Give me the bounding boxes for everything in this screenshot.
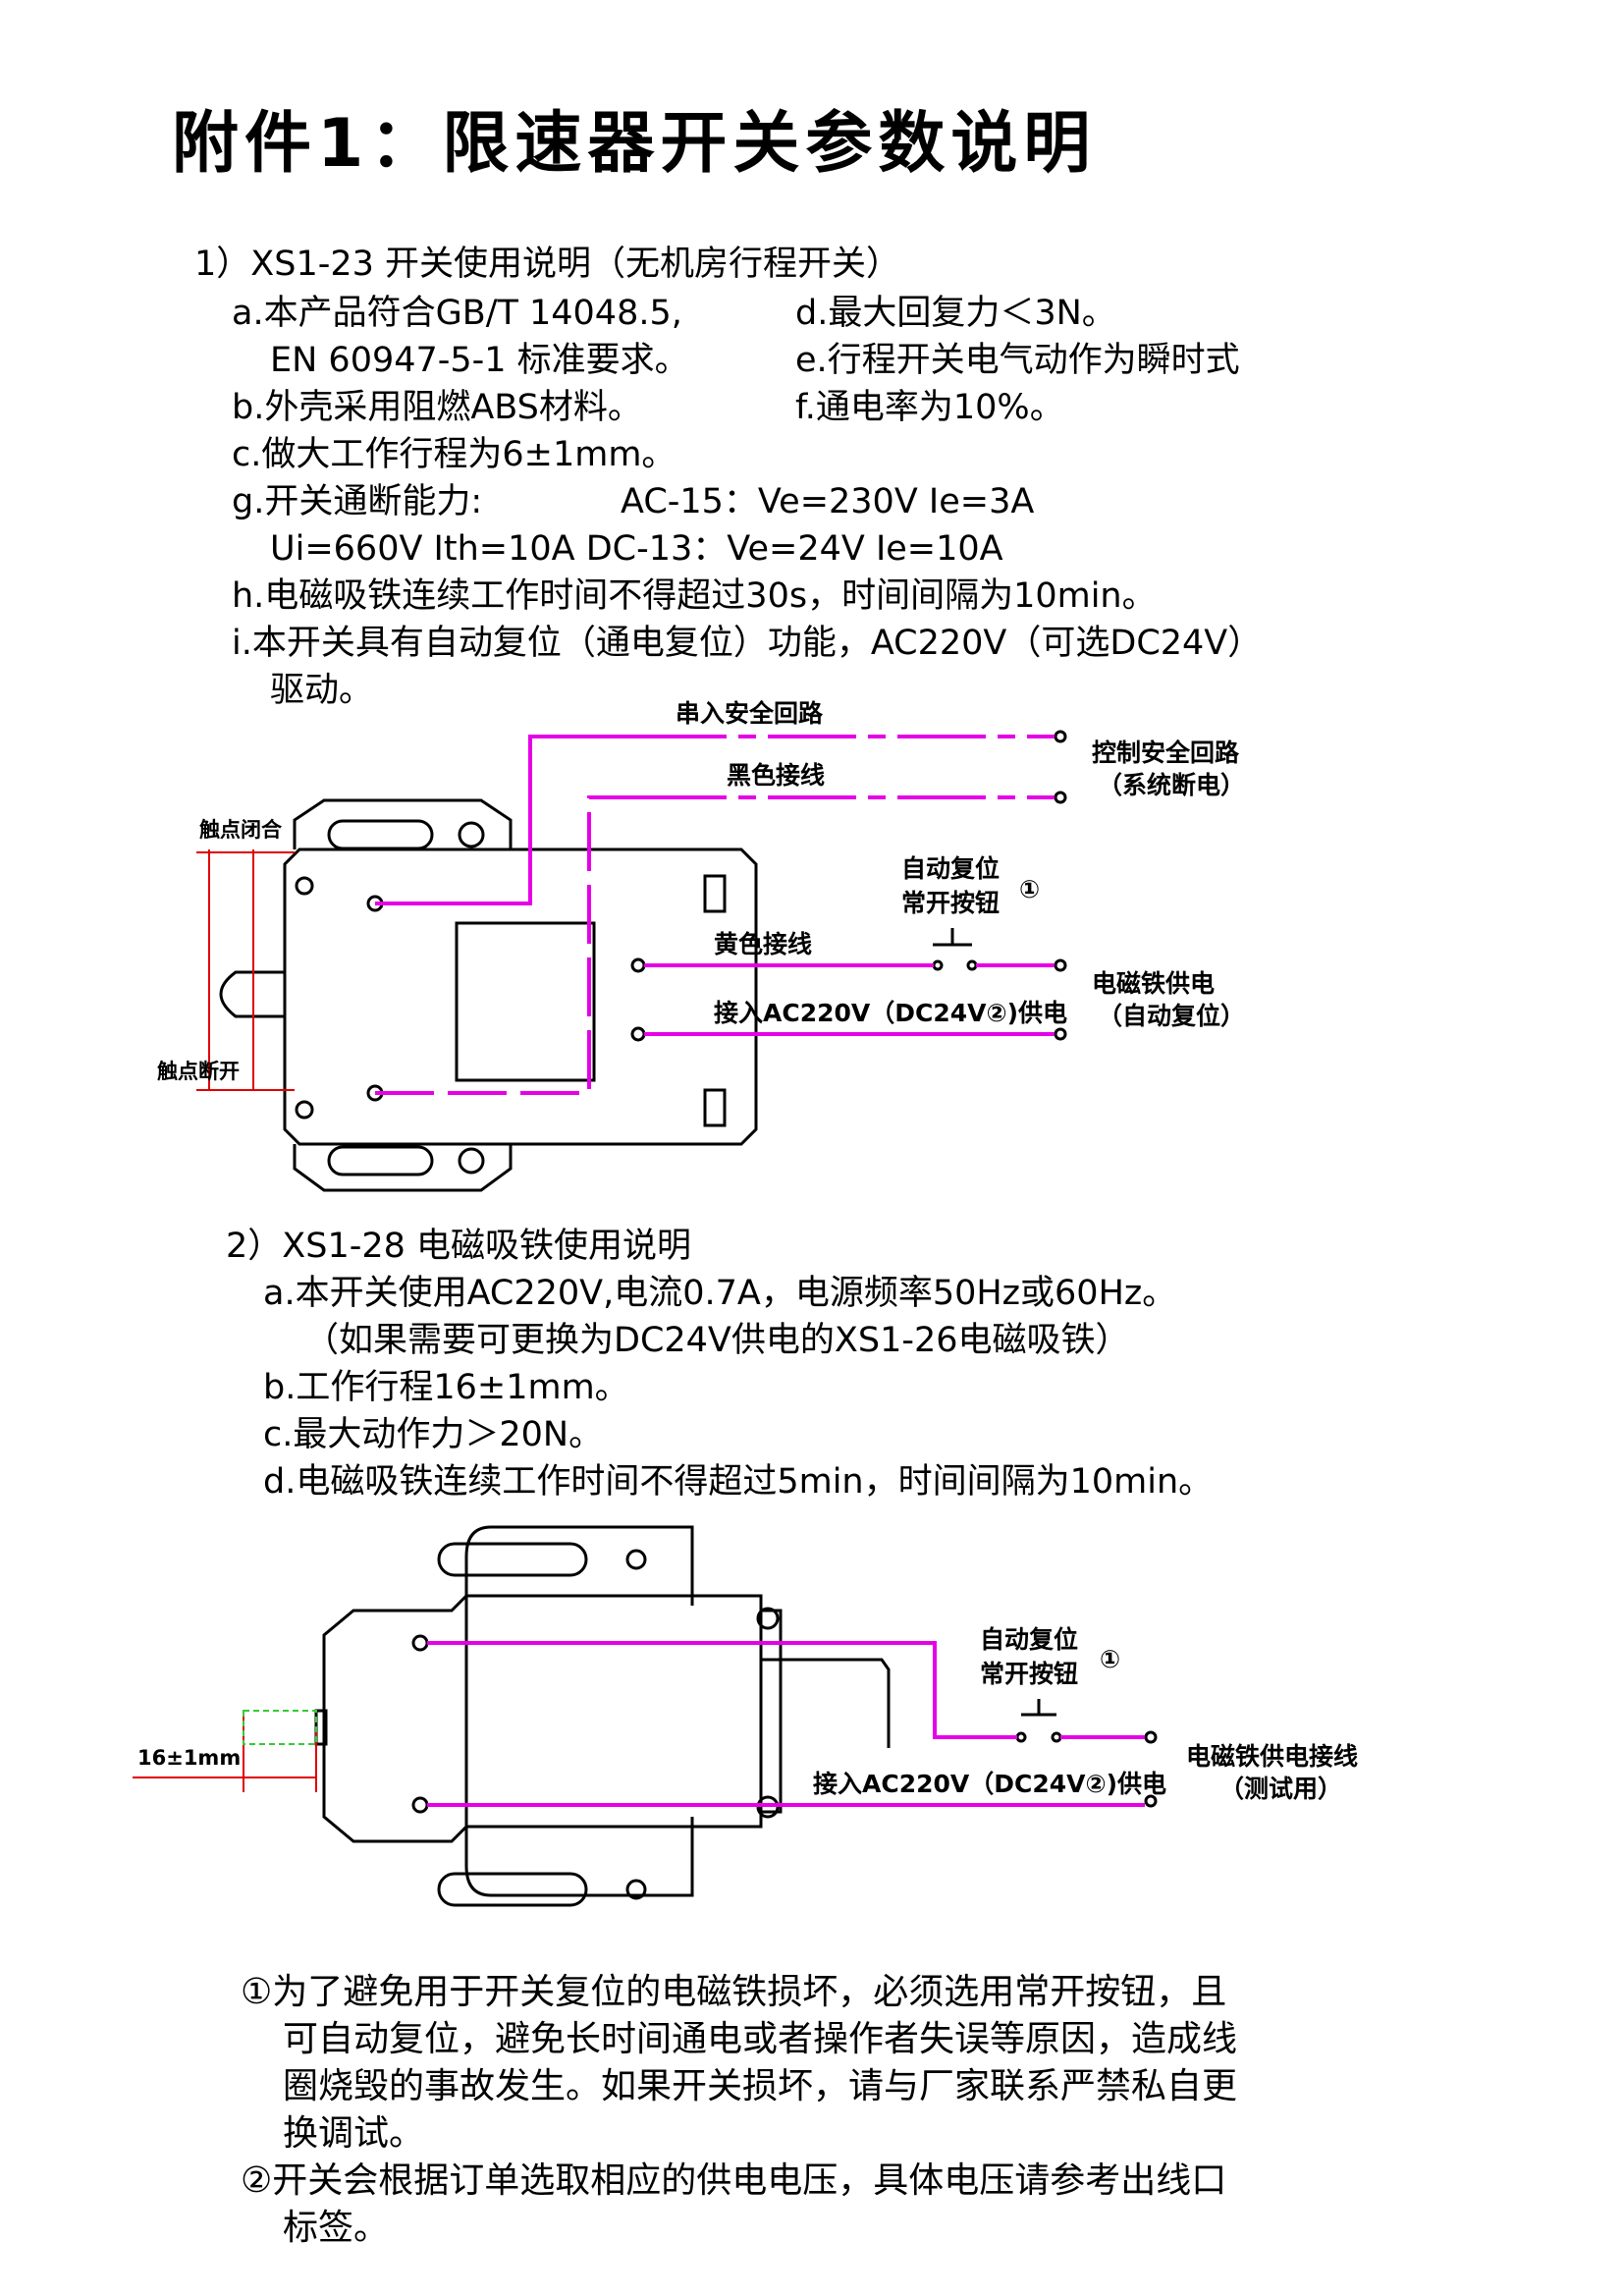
s1-item-e: e.行程开关电气动作为瞬时式 xyxy=(795,341,1240,380)
s1-item-b: b.外壳采用阻燃ABS材料。 xyxy=(232,388,642,427)
s1-item-h: h.电磁吸铁连续工作时间不得超过30s，时间间隔为10min。 xyxy=(232,576,1157,616)
d1-labels: 串入安全回路 黑色接线 控制安全回路 （系统断电） 触点闭合 触点断开 自动复位… xyxy=(157,699,1245,1083)
section2-heading: 2）XS1-28 电磁吸铁使用说明 xyxy=(226,1227,692,1266)
d1-magnet-label: 电磁铁供电 xyxy=(1092,969,1215,998)
d2-stroke-label: 16±1mm xyxy=(137,1746,241,1770)
d2-magnet-sub: （测试用） xyxy=(1219,1775,1342,1803)
d2-labels: 16±1mm 自动复位 常开按钮 ① 接入AC220V（DC24V②)供电 电磁… xyxy=(137,1625,1358,1803)
d2-supply-label: 接入AC220V（DC24V②)供电 xyxy=(813,1770,1166,1798)
s1-item-a-line1: a.本产品符合GB/T 14048.5, xyxy=(232,294,682,333)
d2-magnet-label: 电磁铁供电接线 xyxy=(1186,1742,1358,1771)
s1-item-g-line1: g.开关通断能力: xyxy=(232,482,483,521)
section1-heading: 1）XS1-23 开关使用说明（无机房行程开关） xyxy=(194,245,901,284)
s2-item-c: c.最大动作力＞20N。 xyxy=(263,1415,604,1454)
s1-item-d: d.最大回复力＜3N。 xyxy=(795,294,1116,333)
s1-item-g-ac15: AC-15：Ve=230V Ie=3A xyxy=(621,482,1035,521)
d2-footnote-mark: ① xyxy=(1100,1645,1120,1673)
s2-item-a-line2: （如果需要可更换为DC24V供电的XS1-26电磁吸铁） xyxy=(304,1321,1130,1360)
d1-contact-open: 触点断开 xyxy=(157,1060,240,1083)
d2-auto-reset: 自动复位 xyxy=(980,1625,1078,1654)
d2-no-button: 常开按钮 xyxy=(980,1660,1078,1688)
d1-auto-reset: 自动复位 xyxy=(901,854,1000,883)
note1-line3: 圈烧毁的事故发生。如果开关损坏，请与厂家联系严禁私自更 xyxy=(283,2066,1238,2106)
note2-line1: ②开关会根据订单选取相应的供电电压，具体电压请参考出线口 xyxy=(241,2160,1227,2201)
d1-yellow-label: 黄色接线 xyxy=(714,930,812,958)
note1-line4: 换调试。 xyxy=(283,2113,425,2154)
d1-ctrl-sub: （系统断电） xyxy=(1098,771,1245,799)
d1-magnet-sub: （自动复位） xyxy=(1098,1002,1245,1030)
diagram-xs1-28-solenoid xyxy=(314,1525,1158,1907)
d1-supply-label: 接入AC220V（DC24V②)供电 xyxy=(714,999,1067,1027)
s1-item-i-line2: 驱动。 xyxy=(270,671,374,710)
s2-item-b: b.工作行程16±1mm。 xyxy=(263,1368,629,1407)
d1-ctrl-label: 控制安全回路 xyxy=(1092,738,1240,767)
note2-line2: 标签。 xyxy=(283,2208,390,2248)
s1-item-a-line2: EN 60947-5-1 标准要求。 xyxy=(270,341,689,380)
s1-item-c: c.做大工作行程为6±1mm。 xyxy=(232,435,676,474)
s1-item-i-line1: i.本开关具有自动复位（通电复位）功能，AC220V（可选DC24V） xyxy=(232,624,1263,663)
s2-item-a-line1: a.本开关使用AC220V,电流0.7A，电源频率50Hz或60Hz。 xyxy=(263,1274,1177,1313)
note1-line1: ①为了避免用于开关复位的电磁铁损坏，必须选用常开按钮，且 xyxy=(241,1972,1227,2012)
d1-footnote-mark: ① xyxy=(1019,875,1040,903)
s2-item-d: d.电磁吸铁连续工作时间不得超过5min，时间间隔为10min。 xyxy=(263,1462,1214,1502)
d1-series-label: 串入安全回路 xyxy=(676,699,824,728)
d1-contact-close: 触点闭合 xyxy=(199,818,283,842)
note1-line2: 可自动复位，避免长时间通电或者操作者失误等原因，造成线 xyxy=(283,2019,1238,2059)
d1-no-button: 常开按钮 xyxy=(901,889,1000,917)
s1-item-g-line2: Ui=660V Ith=10A DC-13：Ve=24V Ie=10A xyxy=(270,529,1003,569)
s1-item-f: f.通电率为10%。 xyxy=(795,388,1064,427)
d1-black-label: 黑色接线 xyxy=(727,761,825,790)
page-title: 附件1：限速器开关参数说明 xyxy=(172,105,1097,183)
